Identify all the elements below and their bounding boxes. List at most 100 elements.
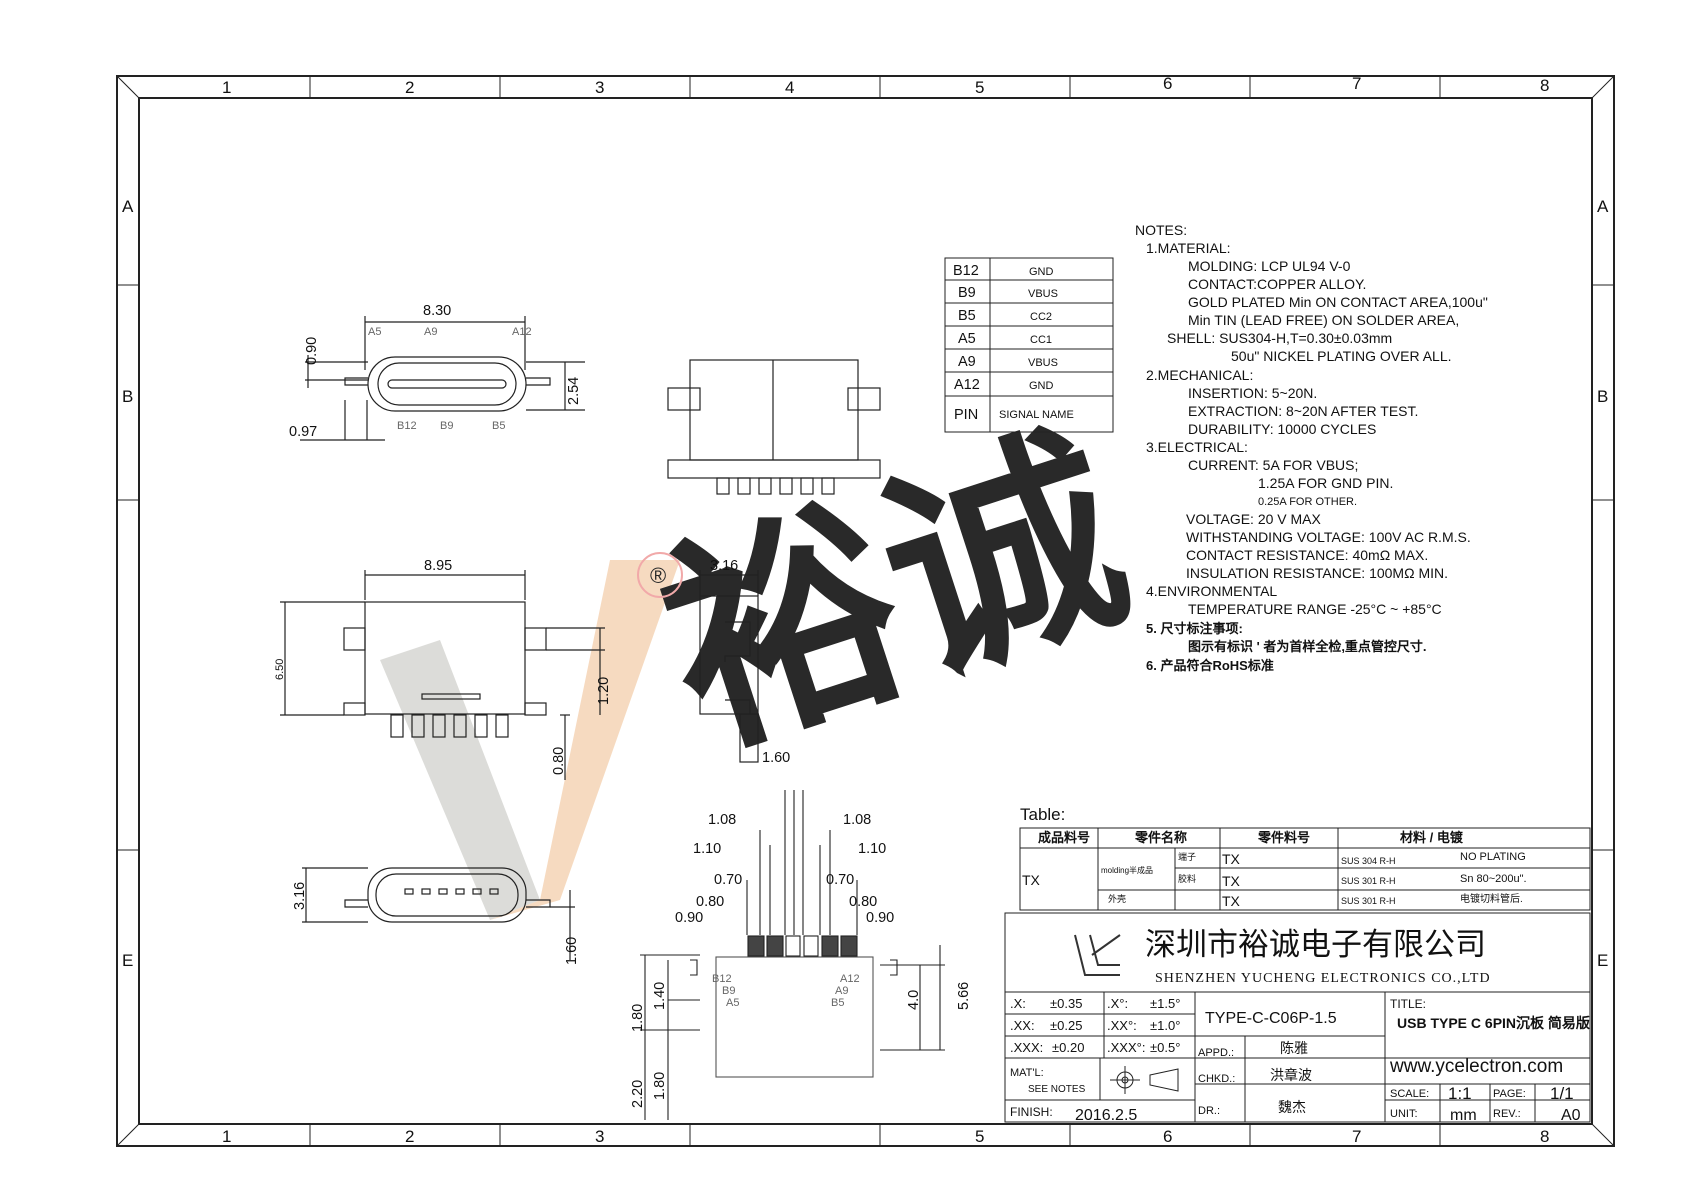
registered-mark: ® [650,563,666,588]
dim-fp: 0.90 [675,910,703,926]
dim-fp: 2.20 [630,1080,646,1108]
signal-cell: CC2 [1030,311,1052,323]
pin-cell: B5 [958,308,976,324]
col-label: 3 [595,78,604,97]
projection-symbol [1110,1066,1179,1094]
side-view [699,570,759,763]
pin-label-b12: B12 [712,973,732,985]
col-label: 6 [1163,74,1172,93]
pin-label-b5: B5 [492,420,505,432]
dim-fp: 0.80 [849,894,877,910]
pin-cell: A12 [954,377,980,393]
note-line: INSULATION RESISTANCE: 100MΩ MIN. [1186,565,1448,581]
col-label: 8 [1540,76,1549,95]
signal-header: SIGNAL NAME [999,409,1074,421]
note-line: NOTES: [1135,222,1187,238]
mat-value: SEE NOTES [1028,1084,1086,1095]
note-line: MOLDING: LCP UL94 V-0 [1188,258,1351,274]
dim-fp: 1.10 [693,841,721,857]
row-label: B [1597,387,1608,406]
bom-caption: Table: [1020,805,1065,824]
col-label: 1 [222,78,231,97]
title-block: 深圳市裕诚电子有限公司 SHENZHEN YUCHENG ELECTRONICS… [1004,912,1591,1124]
bom-name: 胶料 [1178,873,1196,884]
watermark-text: 裕诚 [634,396,1154,792]
bom-material: SUS 301 R-H [1341,876,1396,886]
col-label: 1 [222,1127,231,1146]
row-label: A [1597,197,1609,216]
note-line: CONTACT:COPPER ALLOY. [1188,276,1366,292]
appd-label: APPD.: [1198,1047,1234,1059]
note-line: Min TIN (LEAD FREE) ON SOLDER AREA, [1188,312,1459,328]
col-label: 4 [785,78,794,97]
dim-fp: 0.70 [826,872,854,888]
pcb-footprint [640,790,945,1120]
bom-group: molding半成品 [1101,865,1153,875]
bom-plating: Sn 80~200u". [1460,873,1527,885]
dim-fp: 1.80 [630,1004,646,1032]
bom-table: Table: 成品料号 零件名称 零件料号 材料 / 电镀 TX molding… [1019,805,1591,911]
signal-cell: CC1 [1030,334,1052,346]
dim-bot-1: 1.60 [564,937,580,965]
note-line: CONTACT RESISTANCE: 40mΩ MAX. [1186,547,1428,563]
note-line: GOLD PLATED Min ON CONTACT AREA,100u" [1188,294,1488,310]
dr-value: 魏杰 [1278,1099,1306,1115]
note-line: 6. 产品符合RoHS标准 [1146,658,1274,673]
pin-label-a12: A12 [840,973,860,985]
company-name-en: SHENZHEN YUCHENG ELECTRONICS CO.,LTD [1155,971,1491,986]
pin-signal-table: B12 GND B9 VBUS B5 CC2 A5 CC1 A9 VBUS A1… [944,257,1114,433]
note-line: 图示有标识 ' 者为首样全检,重点管控尺寸. [1188,639,1427,654]
note-line: WITHSTANDING VOLTAGE: 100V AC R.M.S. [1186,529,1471,545]
appd-value: 陈雅 [1280,1040,1308,1056]
dim-fp: 0.80 [696,894,724,910]
title-label: TITLE: [1390,997,1426,1011]
front-view-labels: 8.30 0.90 0.97 2.54 A5 A9 A12 B12 B9 B5 [289,303,582,440]
rev-label: REV.: [1493,1108,1521,1120]
note-line: CURRENT: 5A FOR VBUS; [1188,457,1358,473]
row-label: A [122,197,134,216]
dim-mid-1: 1.20 [596,677,612,705]
bom-header: 成品料号 [1038,830,1090,845]
dim-top-h1: 0.90 [304,337,320,365]
mat-label: MAT'L: [1010,1067,1044,1079]
note-line: TEMPERATURE RANGE -25°C ~ +85°C [1188,601,1442,617]
dim-top-pad: 0.97 [289,424,317,440]
bottom-view [302,867,575,960]
col-label: 3 [595,1127,604,1146]
note-line: 4.ENVIRONMENTAL [1146,583,1277,599]
dim-fp: 5.66 [956,982,972,1010]
signal-cell: VBUS [1028,288,1058,300]
note-line: 1.25A FOR GND PIN. [1258,475,1393,491]
unit-label: UNIT: [1390,1108,1418,1120]
pin-label-a9: A9 [424,326,437,338]
tol-label: .X°: [1107,996,1128,1011]
bottom-pins [404,888,499,895]
bom-header: 零件料号 [1257,830,1310,845]
note-line: EXTRACTION: 8~20N AFTER TEST. [1188,403,1418,419]
dim-mid-2: 0.80 [551,747,567,775]
pin-cell: A5 [958,331,976,347]
dim-mid-height: 6.50 [274,659,286,680]
tol-label: .X: [1010,996,1026,1011]
scale-label: SCALE: [1390,1088,1429,1100]
rear-view [667,359,881,495]
pin-cell: A9 [958,354,976,370]
tol-label: .XXX: [1010,1040,1043,1055]
dim-fp: 4.0 [906,990,922,1010]
dim-side-1: 1.60 [762,750,790,766]
finish-value: 2016.2.5 [1075,1107,1137,1124]
dim-fp: 1.80 [652,1072,668,1100]
drawing-frame [116,75,1615,1147]
scale-value: 1:1 [1448,1084,1472,1103]
col-label: 8 [1540,1127,1549,1146]
note-line: VOLTAGE: 20 V MAX [1186,511,1322,527]
note-line: 0.25A FOR OTHER. [1258,496,1357,508]
tol-value: ±1.0° [1150,1018,1180,1033]
bottom-view-labels: 3.16 1.60 [292,882,580,965]
row-label: B [122,387,133,406]
signal-cell: GND [1029,266,1054,278]
page-value: 1/1 [1550,1084,1574,1103]
dim-fp: 1.40 [652,982,668,1010]
col-label: 2 [405,78,414,97]
